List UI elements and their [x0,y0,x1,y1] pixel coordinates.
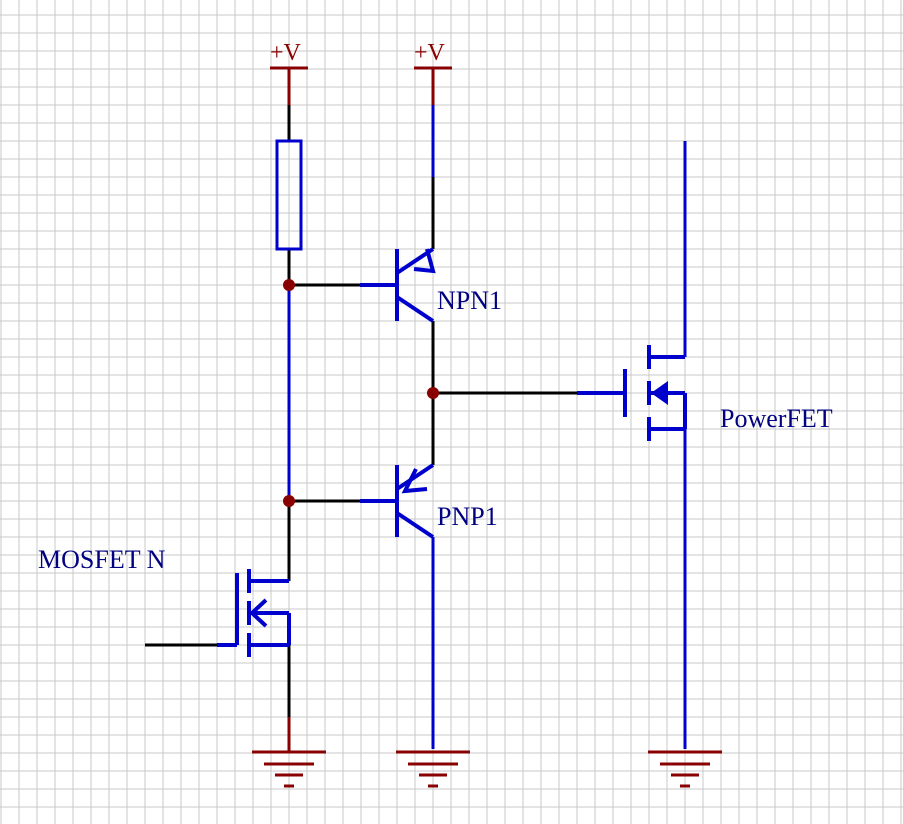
vplus-right-label: +V [414,40,446,66]
mosfet-n [217,569,291,657]
wires [145,105,577,717]
resistor [275,139,303,251]
powerfet [577,345,687,441]
ground-symbol-middle [396,750,470,788]
vplus-right-symbol [414,66,452,105]
junction-dot [427,387,439,399]
junctions [283,279,439,507]
junction-dot [283,279,295,291]
vplus-left-symbol [270,66,308,105]
powerfet-label: PowerFET [720,404,833,433]
npn-label: NPN1 [437,286,502,315]
ground-symbol-left [252,717,326,788]
powerfet-arrow [651,381,668,405]
blue-lines [287,105,687,749]
pnp-transistor [360,463,435,539]
mosfet-n-label: MOSFET N [38,545,166,574]
npn-transistor [360,247,436,323]
ground-symbol-right [648,750,722,788]
vplus-left-label: +V [270,40,302,66]
pnp-label: PNP1 [437,502,498,531]
junction-dot [283,495,295,507]
